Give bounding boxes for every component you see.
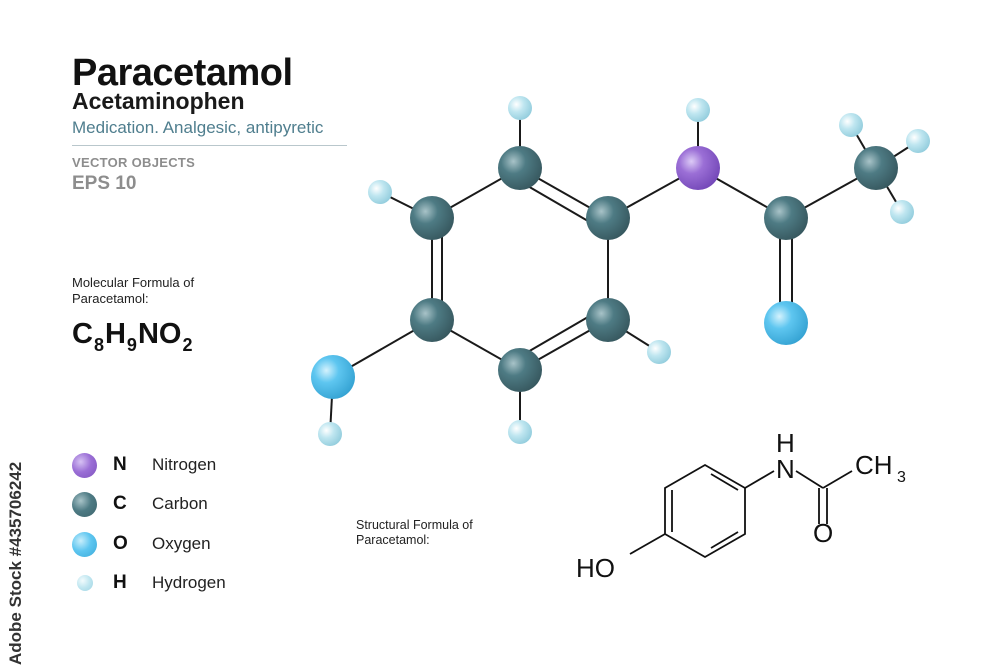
formula-symbol-c: C	[72, 318, 93, 350]
legend-item-carbon: C Carbon	[70, 489, 290, 519]
molecular-formula: C8H9NO2	[72, 318, 193, 356]
molecular-formula-label: Molecular Formula of Paracetamol:	[72, 275, 195, 306]
formula-count-h: 9	[126, 335, 137, 355]
skeletal-formula	[629, 463, 853, 559]
oxygen-atom-icon	[72, 532, 97, 557]
hydrogen-atom	[368, 180, 392, 204]
bond	[795, 470, 824, 489]
legend-name: Carbon	[152, 494, 208, 513]
hydrogen-atom	[647, 340, 671, 364]
bond-double	[710, 473, 739, 491]
carbon-atom-icon	[72, 492, 97, 517]
page-title: Paracetamol	[72, 52, 293, 94]
model-bonds	[329, 108, 919, 435]
carbon-atom	[764, 196, 808, 240]
hydrogen-atom	[318, 422, 342, 446]
oxygen-atom	[764, 301, 808, 345]
nitrogen-atom	[676, 146, 720, 190]
hydrogen-atom	[890, 200, 914, 224]
legend-item-oxygen: O Oxygen	[70, 529, 290, 559]
model-atoms	[311, 96, 930, 446]
formula-symbol-o: O	[158, 318, 182, 350]
page-subtitle: Acetaminophen	[72, 88, 245, 114]
bond-double	[710, 531, 739, 549]
oxygen-atom	[311, 355, 355, 399]
hydrogen-atom-icon	[77, 575, 93, 591]
carbon-atom	[586, 196, 630, 240]
legend-symbol: H	[113, 572, 127, 593]
hydrogen-atom	[508, 96, 532, 120]
hydrogen-atom	[686, 98, 710, 122]
formula-symbol-n: N	[137, 318, 159, 350]
bond	[744, 470, 775, 489]
hydrogen-atom	[839, 113, 863, 137]
nh-hydrogen-label: H	[776, 428, 795, 458]
eps-label: EPS 10	[72, 173, 137, 194]
vector-objects-label: VECTOR OBJECTS	[72, 155, 196, 170]
hydrogen-atom	[906, 129, 930, 153]
header-divider	[72, 145, 347, 146]
skeletal-labels: HO H N CH 3 O	[576, 428, 906, 583]
hydrogen-atom	[508, 420, 532, 444]
ch3-subscript: 3	[897, 469, 906, 486]
carbon-atom	[854, 146, 898, 190]
nitrogen-atom-icon	[72, 453, 97, 478]
carbonyl-oxygen-label: O	[813, 518, 833, 548]
benzene-ring	[664, 463, 746, 559]
carbon-atom	[410, 196, 454, 240]
legend-symbol: O	[113, 533, 128, 554]
carbon-atom	[586, 298, 630, 342]
carbon-atom	[498, 348, 542, 392]
bond	[822, 470, 853, 489]
ch3-label: CH	[855, 450, 893, 480]
legend-symbol: C	[113, 493, 127, 514]
legend-item-nitrogen: N Nitrogen	[70, 450, 290, 480]
legend-name: Nitrogen	[152, 455, 217, 474]
bond	[629, 533, 666, 555]
legend-symbol: N	[113, 454, 127, 475]
legend-name: Hydrogen	[152, 573, 226, 592]
description-text: Medication. Analgesic, antipyretic	[72, 118, 324, 137]
legend-item-hydrogen: H Hydrogen	[70, 568, 290, 598]
formula-symbol-h: H	[104, 318, 126, 350]
legend-name: Oxygen	[152, 534, 211, 553]
nh-nitrogen-label: N	[776, 454, 795, 484]
formula-count-o: 2	[182, 335, 193, 355]
formula-count-c: 8	[93, 335, 104, 355]
structural-formula-label: Structural Formula of Paracetamol:	[356, 518, 473, 547]
carbon-atom	[410, 298, 454, 342]
carbon-atom	[498, 146, 542, 190]
ho-label: HO	[576, 553, 615, 583]
